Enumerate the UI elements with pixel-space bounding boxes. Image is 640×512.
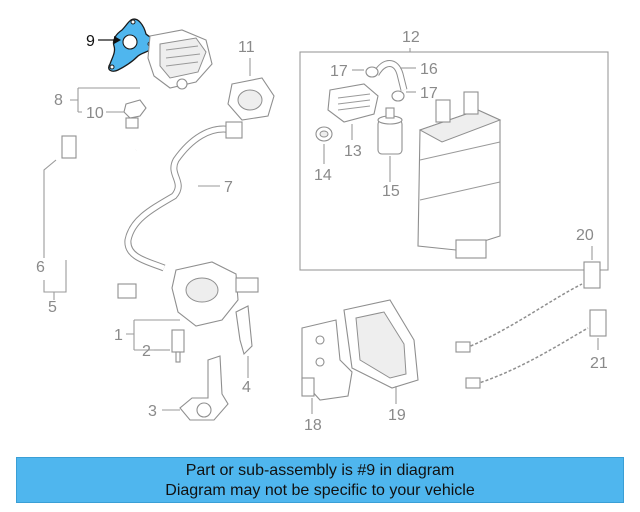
callout-14: 14 <box>314 167 332 184</box>
parts-diagram: 9 8 10 11 6 5 7 <box>36 18 609 434</box>
callout-16: 16 <box>420 61 438 78</box>
part-1-air-pump[interactable] <box>171 261 259 327</box>
callout-18: 18 <box>304 417 322 434</box>
callout-12: 12 <box>402 29 420 46</box>
part-10-sensor[interactable] <box>123 99 147 129</box>
part-4-bracket[interactable] <box>235 305 253 356</box>
leader-1 <box>126 319 180 351</box>
part-17-clamp-a[interactable] <box>365 66 379 78</box>
info-banner: Part or sub-assembly is #9 in diagram Di… <box>16 457 624 503</box>
part-12-canister[interactable] <box>417 91 502 259</box>
part-3-bracket[interactable] <box>179 355 229 421</box>
callout-5: 5 <box>48 299 57 316</box>
callout-1: 1 <box>114 327 123 344</box>
part-19-shield[interactable] <box>343 299 419 389</box>
part-9-gasket[interactable] <box>108 18 156 72</box>
part-2-fitting[interactable] <box>171 329 185 363</box>
group-12-box <box>299 51 609 271</box>
callout-21: 21 <box>590 355 608 372</box>
callout-15: 15 <box>382 183 400 200</box>
part-8-egr-valve[interactable] <box>147 29 213 90</box>
callout-2: 2 <box>142 343 151 360</box>
callout-4: 4 <box>242 379 251 396</box>
callout-19: 19 <box>388 407 406 424</box>
part-17-clamp-b[interactable] <box>391 90 405 102</box>
part-7-hose[interactable] <box>124 121 243 272</box>
part-21-o2-sensor[interactable] <box>465 309 607 389</box>
callout-8: 8 <box>54 92 63 109</box>
callout-9: 9 <box>86 33 95 50</box>
callout-3: 3 <box>148 403 157 420</box>
callout-10: 10 <box>86 105 104 122</box>
leader-8 <box>70 87 140 113</box>
banner-line-2: Diagram may not be specific to your vehi… <box>165 482 475 499</box>
part-16-hose[interactable] <box>372 60 408 91</box>
part-18-sensor[interactable] <box>301 319 353 401</box>
callout-11: 11 <box>238 39 255 56</box>
part-14-cap[interactable] <box>315 126 333 142</box>
arrow-9 <box>114 36 121 44</box>
callout-20: 20 <box>576 227 594 244</box>
callout-17a: 17 <box>330 63 348 80</box>
callout-17b: 17 <box>420 85 438 102</box>
part-13-purge-valve[interactable] <box>327 83 379 123</box>
part-15-filter[interactable] <box>377 107 403 155</box>
callout-13: 13 <box>344 143 362 160</box>
callout-6: 6 <box>36 259 45 276</box>
callout-7: 7 <box>224 179 233 196</box>
banner-line-1: Part or sub-assembly is #9 in diagram <box>185 462 455 479</box>
leader-5-6 <box>43 159 67 300</box>
part-11-throttle-body[interactable] <box>227 77 275 121</box>
part-20-o2-sensor[interactable] <box>455 261 601 353</box>
part-6-hose[interactable] <box>55 135 139 299</box>
